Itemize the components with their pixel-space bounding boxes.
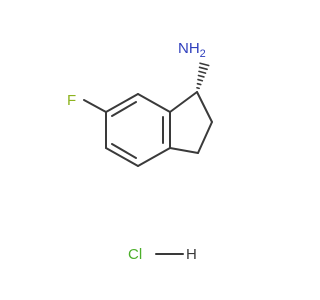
stereo-hash-line [197,74,205,78]
atom-label-fluorine: F [67,92,76,109]
bond-c7-c8 [196,91,213,123]
stereo-hash-line [196,86,200,90]
stereo-hash-line [196,82,202,86]
bond-c2-f [83,99,107,113]
stereo-hash-line [197,78,204,82]
bond-c6-c7 [169,91,198,113]
stereo-hash-line [199,62,210,67]
bond-c4-c5 [137,147,171,167]
stereo-hash-line [198,70,207,74]
amine-h-subscript: 2 [200,48,206,60]
bond-c8-c9 [197,121,213,154]
structure-diagram: F NH2 Cl H [67,40,213,263]
bond-c6-c1 [137,93,171,113]
stereo-hash-wedge [196,62,210,90]
bond-c1-c2 [105,93,139,113]
amine-nh: NH [178,40,200,57]
bond-c9-c5 [169,147,199,154]
atom-label-chlorine: Cl [128,246,142,263]
bond-c3-c4 [105,147,139,167]
molecule-drawing: F NH2 Cl H [67,40,213,263]
bond-c1-c2-inner [111,101,137,117]
atom-label-amine: NH2 [178,40,206,60]
stereo-hash-line [198,66,208,71]
bond-c3-c4-inner [111,143,137,159]
atom-label-hydrogen: H [186,246,197,263]
